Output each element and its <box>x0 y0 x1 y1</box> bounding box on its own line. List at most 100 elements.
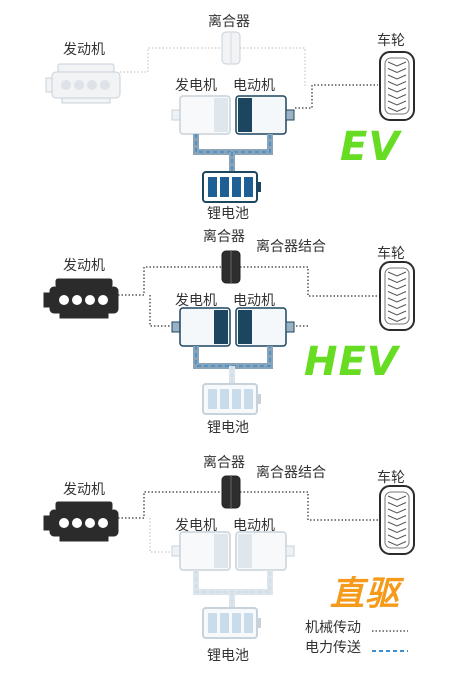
wheel-tread-icon <box>387 81 407 87</box>
engine-label: 发动机 <box>63 482 105 498</box>
wheel-tread-icon <box>387 68 407 74</box>
mode-label-ev: EV <box>340 124 401 170</box>
battery-cell-icon <box>232 613 241 633</box>
motor-label: 电动机 <box>233 518 275 534</box>
mode-label-direct: 直驱 <box>330 574 400 614</box>
engine-cylinder-icon <box>74 80 84 90</box>
motor-label: 电动机 <box>233 78 275 94</box>
wheel-tread-icon <box>387 278 407 284</box>
battery-cell-icon <box>220 177 229 197</box>
wheel-icon-inner <box>384 491 410 549</box>
electric-flow-line <box>195 134 271 153</box>
wheel-label: 车轮 <box>377 470 405 486</box>
battery-cell-icon <box>244 177 253 197</box>
wheel-tread-icon <box>387 310 407 316</box>
panel-ev <box>45 31 415 203</box>
engine-cylinder-icon <box>59 518 69 528</box>
motor-shaft-icon <box>285 321 295 333</box>
engine-icon-base <box>59 312 109 319</box>
battery-terminal-icon <box>257 394 261 404</box>
motor-core-icon <box>238 98 252 132</box>
mechanical-line <box>120 47 222 73</box>
panel-hev <box>43 250 415 415</box>
mechanical-line <box>149 518 172 553</box>
mechanical-line <box>240 266 378 297</box>
battery-cell-icon <box>220 389 229 409</box>
wheel-tread-icon <box>387 508 407 514</box>
electric-conduit <box>193 570 273 595</box>
battery-cell-icon <box>208 177 217 197</box>
engine-cylinder-icon <box>98 518 108 528</box>
battery-cell-icon <box>232 389 241 409</box>
clutch-label: 离合器 <box>203 229 245 245</box>
clutch-engaged-label: 离合器结合 <box>256 465 326 481</box>
clutch-label: 离合器 <box>203 455 245 471</box>
motor-shaft-icon <box>285 109 295 121</box>
generator-shaft-icon <box>171 109 181 121</box>
engine-cylinder-icon <box>61 80 71 90</box>
battery-cell-icon <box>208 389 217 409</box>
engine-icon-top <box>55 501 113 511</box>
mode-label-hev: HEV <box>304 339 399 385</box>
engine-icon-base <box>59 535 109 542</box>
engine-icon-side <box>43 515 51 531</box>
wheel-tread-icon <box>387 541 407 547</box>
electric-conduit <box>193 134 273 155</box>
motor-core-icon <box>238 310 252 344</box>
wheel-tread-icon <box>387 61 407 67</box>
wheel-icon-inner <box>384 267 410 325</box>
electric-conduit <box>193 346 273 369</box>
wheel-tread-icon <box>387 304 407 310</box>
wheel-tread-icon <box>387 534 407 540</box>
panel-direct <box>43 475 415 639</box>
battery-cell-icon <box>232 177 241 197</box>
engine-cylinder-icon <box>98 295 108 305</box>
engine-cylinder-icon <box>72 518 82 528</box>
engine-cylinder-icon <box>72 295 82 305</box>
wheel-label: 车轮 <box>377 246 405 262</box>
wheel-tread-icon <box>387 271 407 277</box>
wheel-tread-icon <box>387 297 407 303</box>
battery-label: 锂电池 <box>207 420 249 436</box>
battery-label: 锂电池 <box>207 206 249 222</box>
motor-core-icon <box>238 534 252 568</box>
engine-cylinder-icon <box>59 295 69 305</box>
wheel-tread-icon <box>387 521 407 527</box>
wheel-tread-icon <box>387 495 407 501</box>
mechanical-line <box>240 47 306 86</box>
battery-cell-icon <box>244 613 253 633</box>
generator-label: 发电机 <box>175 78 217 94</box>
engine-icon-side <box>43 292 51 308</box>
generator-core-icon <box>214 534 228 568</box>
engine-label: 发动机 <box>63 258 105 274</box>
wheel-tread-icon <box>387 528 407 534</box>
motor-label: 电动机 <box>233 293 275 309</box>
legend-mechanical-label: 机械传动 <box>305 620 361 636</box>
mechanical-line <box>118 491 222 519</box>
generator-label: 发电机 <box>175 518 217 534</box>
wheel-tread-icon <box>387 502 407 508</box>
battery-cell-icon <box>220 613 229 633</box>
wheel-tread-icon <box>387 284 407 290</box>
battery-terminal-icon <box>257 618 261 628</box>
mechanical-line <box>149 295 172 327</box>
generator-shaft-icon <box>171 321 181 333</box>
battery-cell-icon <box>244 389 253 409</box>
wheel-tread-icon <box>387 94 407 100</box>
legend-electric-label: 电力传送 <box>305 640 361 656</box>
mechanical-line <box>295 84 378 109</box>
engine-icon-top <box>57 63 115 73</box>
engine-label: 发动机 <box>63 42 105 58</box>
wheel-tread-icon <box>387 107 407 113</box>
generator-shaft-icon <box>171 545 181 557</box>
wheel-tread-icon <box>387 87 407 93</box>
engine-icon-side <box>45 77 53 93</box>
engine-cylinder-icon <box>100 80 110 90</box>
engine-cylinder-icon <box>87 80 97 90</box>
wheel-tread-icon <box>387 291 407 297</box>
engine-cylinder-icon <box>85 518 95 528</box>
generator-label: 发电机 <box>175 293 217 309</box>
wheel-tread-icon <box>387 74 407 80</box>
